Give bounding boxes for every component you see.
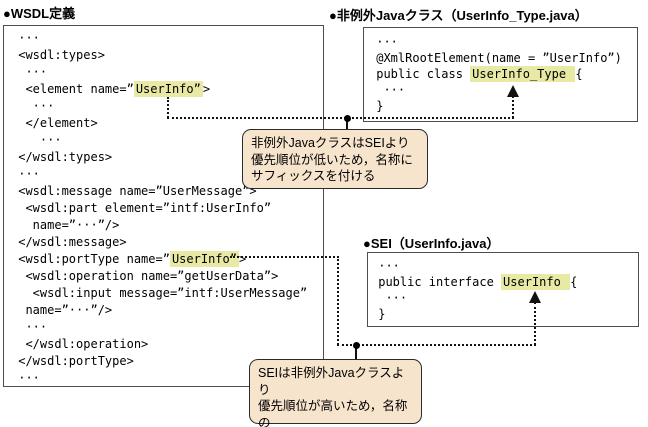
highlighted-identifier: UserInfo	[501, 274, 571, 290]
wsdl-code: ··· <wsdl:types> ··· <element name=”User…	[4, 26, 323, 387]
connector2-junction-dot	[353, 342, 360, 349]
connector1-callout-stem	[346, 119, 348, 132]
highlighted-identifier: UserInfo_Type	[470, 66, 576, 82]
code-line: ···	[371, 291, 408, 305]
connector1-junction-dot	[344, 115, 351, 122]
connector2-vertical	[337, 256, 339, 345]
sei-section-label: ●SEI（UserInfo.java）	[363, 236, 500, 251]
code-line: <element name=”UserInfo”>	[11, 81, 211, 97]
callout-suffix-note: 非例外JavaクラスはSEIより 優先順位が低いため，名称に サフィックスを付け…	[242, 129, 428, 189]
wsdl-definition-box: ··· <wsdl:types> ··· <element name=”User…	[3, 25, 324, 387]
code-line: <wsdl:portType name=”UserInfo”>	[11, 251, 247, 267]
wsdl-section-label: ●WSDL定義	[3, 6, 76, 21]
code-line: ···	[11, 99, 55, 113]
code-line: ···	[11, 167, 40, 181]
code-line: <wsdl:operation name=”getUserData”>	[11, 269, 279, 283]
code-line: public interface UserInfo {	[371, 274, 578, 290]
code-line: ···	[371, 259, 400, 273]
connector2-callout-stem	[355, 346, 357, 360]
highlighted-identifier: UserInfo”	[169, 251, 239, 267]
code-line: ···	[11, 371, 40, 385]
code-line: </element>	[11, 116, 98, 130]
code-line: ···	[369, 35, 398, 49]
java-class-box: ··· @XmlRootElement(name = ”UserInfo”) p…	[363, 27, 638, 122]
connector1-vertical-to-arrow	[512, 96, 514, 118]
connector2-horizontal	[337, 344, 536, 346]
code-line: name=”···”/>	[11, 303, 113, 317]
sei-code: ··· public interface UserInfo { ··· }	[368, 253, 638, 322]
code-line: ···	[11, 65, 48, 79]
code-line: <wsdl:message name=”UserMessage”>	[11, 184, 257, 198]
code-line: <wsdl:part element=”intf:UserInfo”	[11, 201, 272, 215]
code-line: public class UserInfo_Type {	[369, 66, 583, 82]
connector2-horizontal-from-porttype	[230, 256, 339, 258]
code-line: @XmlRootElement(name = ”UserInfo”)	[369, 51, 622, 65]
code-line: }	[369, 99, 384, 113]
code-line: ···	[369, 83, 406, 97]
java-class-section-label: ●非例外Javaクラス（UserInfo_Type.java）	[329, 8, 588, 23]
code-line: ···	[11, 133, 62, 147]
code-line: </wsdl:portType>	[11, 354, 134, 368]
connector1-horizontal	[167, 117, 514, 119]
callout-no-rename-note: SEIは非例外Javaクラスより 優先順位が高いため，名称の 変更はなし	[249, 359, 422, 427]
highlighted-identifier: UserInfo”	[133, 81, 203, 97]
code-line: </wsdl:message>	[11, 235, 127, 249]
code-line: <wsdl:types>	[11, 48, 105, 62]
code-line: ···	[11, 320, 48, 334]
java-class-code: ··· @XmlRootElement(name = ”UserInfo”) p…	[364, 28, 637, 114]
sei-box: ··· public interface UserInfo { ··· }	[367, 252, 639, 327]
arrow-to-userinfo-type-icon	[507, 85, 519, 97]
code-line: </wsdl:types>	[11, 150, 113, 164]
code-line: </wsdl:operation>	[11, 337, 149, 351]
connector2-vertical-to-arrow	[534, 302, 536, 345]
arrow-to-sei-userinfo-icon	[529, 291, 541, 303]
code-line: <wsdl:input message=”intf:UserMessage”	[11, 286, 308, 300]
connector1-vertical-from-element	[167, 97, 169, 118]
code-line: }	[371, 307, 386, 321]
code-line: ···	[11, 31, 40, 45]
code-line: name=”···”/>	[11, 218, 120, 232]
